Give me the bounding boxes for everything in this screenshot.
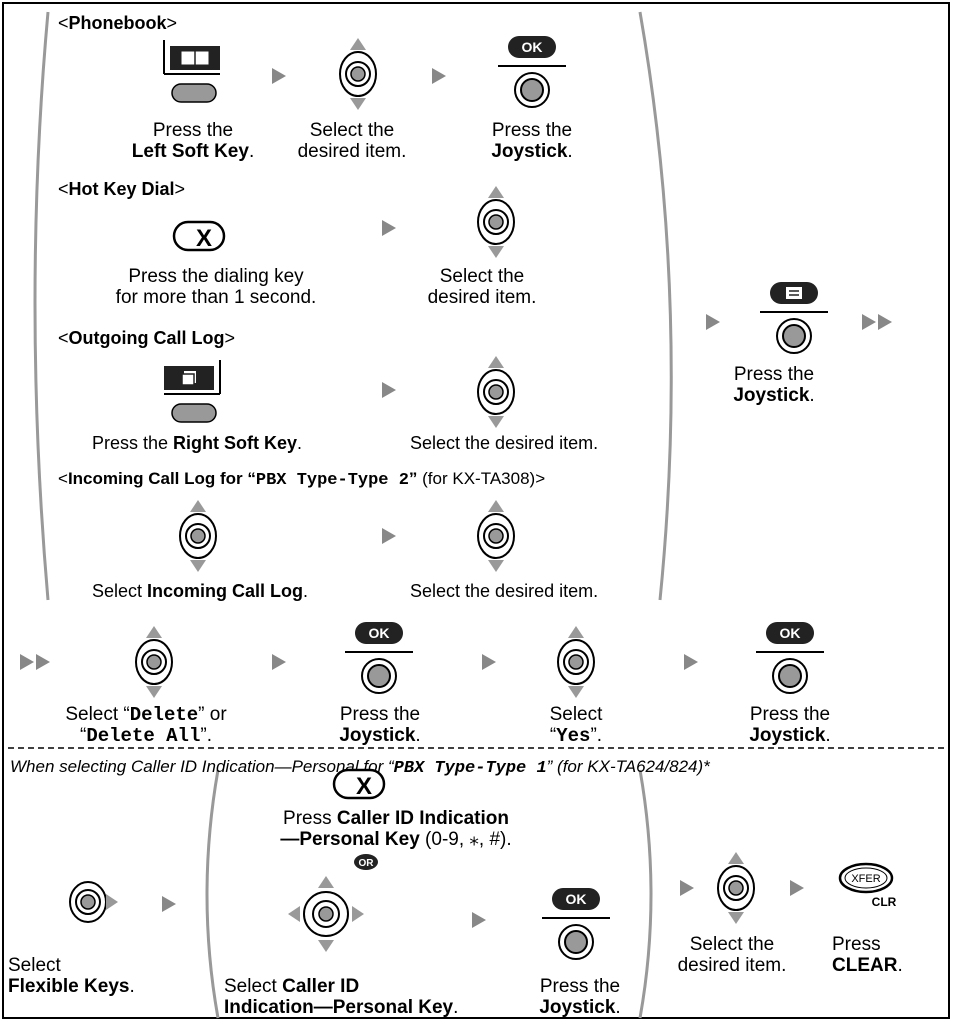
arrow-icon: [680, 880, 694, 896]
outgoing-title: Outgoing Call Log: [68, 328, 225, 348]
r2-step2-line1: Press the: [339, 704, 421, 725]
r2-step4-line1: Press the: [749, 704, 831, 725]
arrow-icon: [382, 528, 396, 544]
joystick-updown-icon: [477, 186, 515, 258]
ic-step2: Select the desired item.: [410, 581, 599, 601]
dial-key-icon: X: [172, 220, 226, 252]
select-cid-line2: Indication—Personal Key.: [224, 997, 459, 1018]
joystick-updown-icon: [557, 626, 595, 698]
outgoing-header: <Outgoing Call Log>: [58, 328, 236, 348]
joystick-updown-icon: [477, 500, 515, 572]
double-arrow-icon: [862, 314, 892, 330]
hotkey-header: <Hot Key Dial>: [58, 179, 186, 199]
joy-line1: Press the: [539, 976, 621, 997]
joystick-updown-icon: [477, 356, 515, 428]
arrow-icon: [790, 880, 804, 896]
menu-joystick-icon: [760, 282, 828, 354]
joystick-updown-icon: [717, 852, 755, 924]
dial-key-icon: X: [332, 768, 386, 800]
pb-step2-line1: Select the: [309, 120, 395, 141]
pb-step2-line2: desired item.: [297, 141, 407, 162]
arrow-icon: [706, 314, 720, 330]
hotkey-title: Hot Key Dial: [68, 179, 175, 199]
svg-text:OK: OK: [566, 891, 587, 907]
hk-step2-line1: Select the: [439, 266, 525, 287]
desired-line1: Select the: [689, 934, 775, 955]
clear-line1: Press: [832, 934, 881, 955]
arrow-icon: [272, 68, 286, 84]
ok-joystick-icon: OK: [542, 888, 610, 960]
clear-line2: CLEAR.: [832, 955, 903, 976]
og-step1: Press the Right Soft Key.: [92, 433, 303, 453]
double-arrow-icon: [20, 654, 50, 670]
pb-step3-line1: Press the: [491, 120, 573, 141]
hk-step2-line2: desired item.: [427, 287, 537, 308]
select-cid-line1: Select Caller ID: [224, 976, 360, 997]
og-step2: Select the desired item.: [410, 433, 599, 453]
pb-step1-line2: Left Soft Key.: [131, 141, 255, 162]
joy-line2: Joystick.: [539, 997, 621, 1018]
incoming-header: <Incoming Call Log for “PBX Type-Type 2”…: [58, 469, 546, 490]
svg-text:X: X: [356, 773, 372, 800]
flex-line2: Flexible Keys.: [8, 976, 135, 997]
phonebook-header: <Phonebook>: [58, 13, 178, 33]
joystick-updown-icon: [339, 38, 377, 110]
pb-step3-line2: Joystick.: [491, 141, 573, 162]
press-cid-line1: Press Caller ID Indication: [283, 808, 509, 829]
arrow-icon: [482, 654, 496, 670]
svg-text:OK: OK: [780, 625, 801, 641]
r2-step3-line1: Select: [549, 704, 603, 725]
joystick-4way-icon: [288, 876, 364, 952]
flex-line1: Select: [8, 955, 61, 976]
desired-line2: desired item.: [677, 955, 787, 976]
ok-joystick-icon: OK: [498, 36, 566, 108]
arrow-icon: [162, 896, 176, 912]
arrow-icon: [272, 654, 286, 670]
arrow-icon: [382, 220, 396, 236]
right-line1: Press the: [733, 364, 815, 385]
ok-joystick-icon: OK: [345, 622, 413, 694]
hk-step1-line2: for more than 1 second.: [115, 287, 317, 308]
svg-text:OK: OK: [369, 625, 390, 641]
arrow-icon: [382, 382, 396, 398]
arrow-icon: [472, 912, 486, 928]
right-line2: Joystick.: [733, 385, 815, 406]
r2-step2-line2: Joystick.: [339, 725, 421, 746]
joystick-updown-icon: [135, 626, 173, 698]
r2-step4-line2: Joystick.: [749, 725, 831, 746]
joystick-updown-icon: [179, 500, 217, 572]
arrow-icon: [684, 654, 698, 670]
ok-joystick-icon: OK: [756, 622, 824, 694]
phonebook-title: Phonebook: [68, 13, 167, 33]
or-badge-icon: OR: [354, 854, 378, 870]
pb-step1-line1: Press the: [152, 120, 234, 141]
svg-text:CLR: CLR: [872, 895, 897, 909]
right-soft-key-icon: [164, 360, 221, 423]
arrow-icon: [432, 68, 446, 84]
svg-text:XFER: XFER: [851, 873, 880, 885]
joystick-right-icon: [69, 881, 118, 923]
svg-text:X: X: [196, 225, 212, 252]
svg-text:OK: OK: [522, 39, 543, 55]
r2-step3-line2: “Yes”.: [549, 725, 603, 747]
r2-step1-line2: “Delete All”.: [80, 725, 212, 747]
bottom-note: When selecting Caller ID Indication—Pers…: [10, 757, 710, 778]
xfer-clr-key-icon: XFER CLR: [838, 862, 897, 909]
ic-step1: Select Incoming Call Log.: [92, 581, 309, 601]
svg-text:OR: OR: [359, 858, 375, 869]
hk-step1-line1: Press the dialing key: [128, 266, 304, 287]
press-cid-line2: —Personal Key (0-9, ⁎, #).: [280, 829, 512, 850]
r2-step1-line1: Select “Delete” or: [65, 704, 227, 726]
left-soft-key-icon: [163, 40, 220, 103]
